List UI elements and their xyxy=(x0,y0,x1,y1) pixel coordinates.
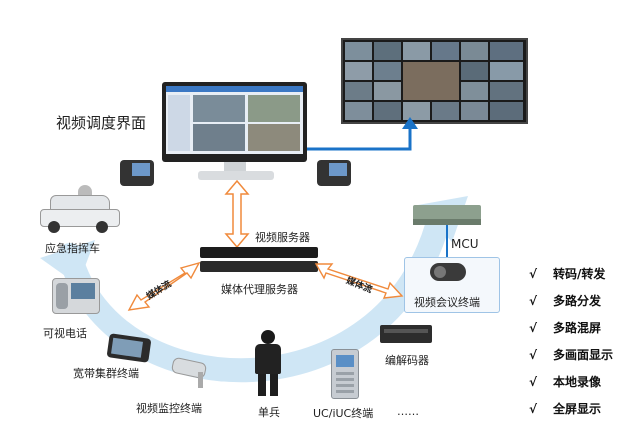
mcu-device xyxy=(413,205,481,225)
soldier-figure xyxy=(250,330,286,396)
emergency-vehicle-label: 应急指挥车 xyxy=(45,242,100,255)
media-stream-right-arrow xyxy=(314,263,404,299)
uc-terminal-device xyxy=(331,349,359,399)
ip-phone-right xyxy=(317,160,351,186)
monitor-stand xyxy=(224,162,246,172)
video-conf-label: 视频会议终端 xyxy=(414,296,480,309)
feature-item: √本地录像 xyxy=(529,375,602,389)
uc-terminal-label: UC/iUC终端 xyxy=(313,407,374,420)
codec-device xyxy=(380,325,432,343)
video-wall xyxy=(341,38,528,124)
video-server-label: 视频服务器 xyxy=(255,231,310,244)
dispatch-monitor xyxy=(162,82,307,162)
monitor-screen xyxy=(166,86,303,154)
media-stream-left-arrow xyxy=(127,261,201,311)
ellipsis-label: …… xyxy=(397,405,419,418)
video-wall-grid xyxy=(345,42,523,120)
monitor-server-arrow xyxy=(224,180,250,248)
surveillance-camera xyxy=(170,356,212,390)
soldier-label: 单兵 xyxy=(258,406,280,419)
mcu-link-line xyxy=(446,225,448,257)
feature-item: √多路分发 xyxy=(529,294,602,308)
emergency-vehicle xyxy=(40,185,120,233)
conf-camera xyxy=(430,263,466,281)
feature-item: √全屏显示 xyxy=(529,402,602,416)
monitor-to-wall-arrow xyxy=(302,117,418,151)
codec-label: 编解码器 xyxy=(385,354,429,367)
video-phone-label: 可视电话 xyxy=(43,327,87,340)
feature-item: √转码/转发 xyxy=(529,267,606,281)
media-proxy-server xyxy=(200,247,318,273)
broadband-label: 宽带集群终端 xyxy=(73,367,139,380)
ip-phone-left xyxy=(120,160,154,186)
monitor-base xyxy=(198,171,274,180)
feature-item: √多画面显示 xyxy=(529,348,614,362)
video-phone-device xyxy=(52,278,100,314)
media-proxy-label: 媒体代理服务器 xyxy=(221,283,298,296)
feature-item: √多路混屏 xyxy=(529,321,602,335)
dispatch-ui-label: 视频调度界面 xyxy=(56,114,147,132)
surveillance-label: 视频监控终端 xyxy=(136,402,202,415)
mcu-label: MCU xyxy=(451,237,479,251)
